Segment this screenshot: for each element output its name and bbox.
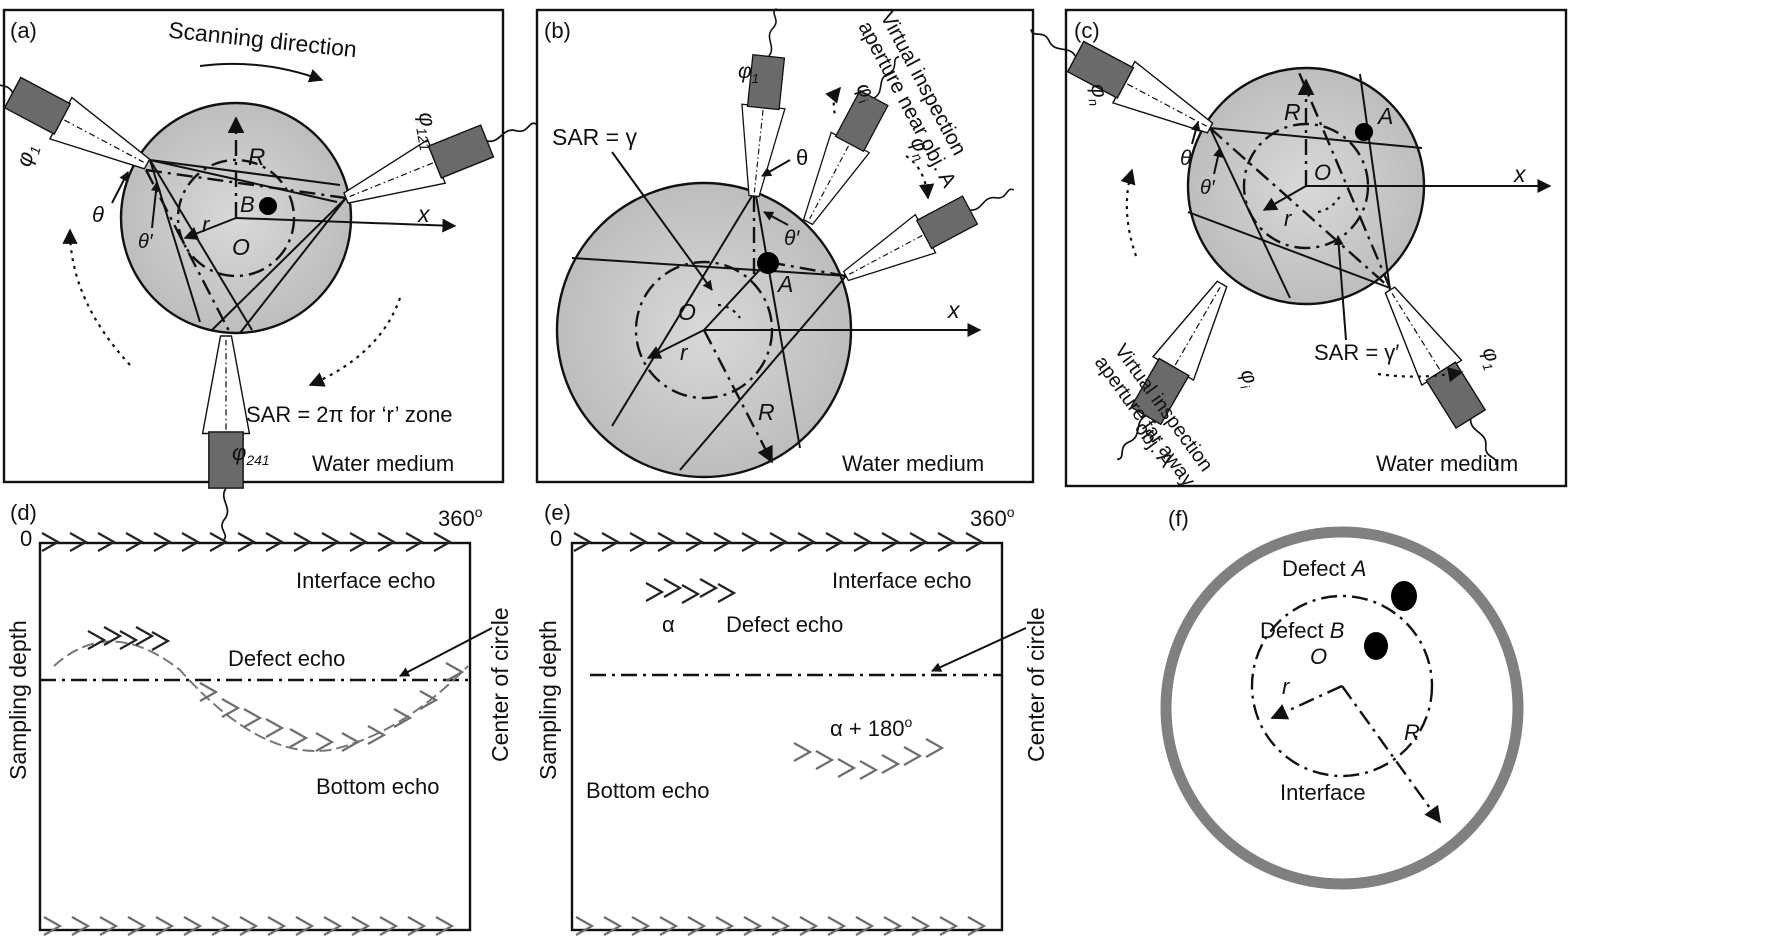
panel-c-R-label: R xyxy=(1284,99,1301,125)
panel-b-r-arrow xyxy=(646,329,705,359)
panel-a-theta: θ xyxy=(92,202,104,227)
panel-b-R-label: R xyxy=(758,399,775,425)
panel-e-alpha180: α + 180o xyxy=(830,714,913,741)
panel-b: (b) Virtual inspection aperture near obj… xyxy=(535,5,1035,484)
panel-a: (a) Scanning direction φ1 φ121 φ241 θ θ′ xyxy=(0,8,546,542)
panel-b-O-label: O xyxy=(678,299,696,325)
panel-d-interface-echo: Interface echo xyxy=(296,568,435,593)
panel-f-defect-b xyxy=(1364,632,1388,660)
panel-e-center-label: Center of circle xyxy=(1023,607,1049,762)
panel-a-phi1: φ1 xyxy=(11,141,44,170)
panel-e-bottom-echo: Bottom echo xyxy=(586,778,710,803)
panel-f-interface-label: Interface xyxy=(1280,780,1366,805)
panel-b-rays xyxy=(571,195,849,471)
panel-a-rotation-arrow-left xyxy=(62,228,131,366)
panel-a-r-arrow xyxy=(183,217,237,240)
panel-c-theta-prime: θ′ xyxy=(1200,177,1216,199)
panel-e-defect-echo-alpha xyxy=(644,577,736,605)
panel-a-rotation-arrow-right xyxy=(308,297,402,387)
panel-f-R-label: R xyxy=(1404,720,1420,745)
panel-c-rays xyxy=(1187,69,1423,299)
panel-a-label: (a) xyxy=(10,18,37,43)
panel-b-r-label: r xyxy=(680,340,689,365)
panel-c-r-arrow xyxy=(1262,185,1307,211)
panel-d-defect-trace xyxy=(53,640,469,752)
panel-c-x-label: x xyxy=(1513,161,1527,187)
panel-a-phi241: φ241 xyxy=(232,440,270,468)
panel-f-R-arrow xyxy=(1341,685,1441,824)
panel-d-bottom-echo: Bottom echo xyxy=(316,774,440,799)
panel-c-sar: SAR = γ′ xyxy=(1314,340,1399,365)
panel-a-O-label: O xyxy=(232,234,250,260)
panel-b-A-label: A xyxy=(776,271,793,297)
panel-a-medium: Water medium xyxy=(312,451,454,476)
panel-f-interface-ring xyxy=(1160,526,1524,890)
panel-a-x-axis xyxy=(235,217,457,233)
panel-c-phin: φn xyxy=(1083,82,1112,107)
panel-a-R-label: R xyxy=(248,144,265,171)
panel-e: (e) 0 360o α Defect echo Interface echo … xyxy=(535,500,1049,937)
panel-a-x-label: x xyxy=(417,201,431,227)
panel-e-ylabel: Sampling depth xyxy=(535,620,561,780)
panel-b-medium: Water medium xyxy=(842,451,984,476)
panel-d-center-label: Center of circle xyxy=(487,607,513,762)
panel-b-theta-prime: θ′ xyxy=(784,227,800,250)
panel-f-r-zone xyxy=(1250,594,1434,778)
panel-b-defect-a xyxy=(757,252,779,274)
panel-d-ylabel: Sampling depth xyxy=(5,620,31,780)
panel-e-defect-echo-alpha180 xyxy=(792,737,944,781)
panel-d-label: (d) xyxy=(10,500,37,525)
panel-e-alpha: α xyxy=(662,612,675,637)
panel-f-label: (f) xyxy=(1168,506,1189,531)
panel-d-frame xyxy=(38,541,472,932)
panel-c-label: (c) xyxy=(1074,18,1100,43)
panel-d-bottom-echo-wave xyxy=(42,915,454,937)
panel-b-x-label: x xyxy=(947,297,961,323)
panel-d-zero: 0 xyxy=(20,526,32,551)
panel-a-theta-prime: θ′ xyxy=(138,231,154,253)
panel-f-defect-a-label: Defect A xyxy=(1282,556,1366,581)
panel-c-arrow-toward-phi1 xyxy=(1377,367,1464,383)
panel-e-360: 360o xyxy=(970,504,1015,531)
panel-c-defect-a xyxy=(1355,123,1373,141)
panel-b-phi1: φ1 xyxy=(738,60,759,86)
panel-d: (d) 0 360o Interface echo Defect echo Bo… xyxy=(5,500,513,937)
panel-e-interface-echo: Interface echo xyxy=(832,568,971,593)
panel-a-phi121: φ121 xyxy=(411,110,445,152)
panel-c-r-label: r xyxy=(1284,206,1293,231)
panel-b-arrow-toward-phi1 xyxy=(825,86,841,119)
panel-a-B-label: B xyxy=(240,192,255,217)
panel-a-sar: SAR = 2π for ‘r’ zone xyxy=(246,402,453,427)
panel-c-medium: Water medium xyxy=(1376,451,1518,476)
panel-c-rotation-arrow xyxy=(1120,168,1138,257)
panel-d-360: 360o xyxy=(438,504,483,531)
panel-e-zero: 0 xyxy=(550,526,562,551)
panel-c-theta: θ xyxy=(1180,147,1192,170)
panel-f: (f) Defect A Defect B O r R Interface xyxy=(1160,506,1524,890)
panel-a-r-label: r xyxy=(202,212,211,237)
panel-a-rays xyxy=(144,159,347,334)
panel-d-defect-echo: Defect echo xyxy=(228,646,345,671)
panel-c-A-label: A xyxy=(1376,103,1393,129)
panel-f-O-label: O xyxy=(1310,644,1327,669)
panel-b-sar: SAR = γ xyxy=(552,124,638,150)
panel-b-label: (b) xyxy=(544,18,571,43)
panel-e-label: (e) xyxy=(544,500,571,525)
panel-c-O-label: O xyxy=(1314,160,1331,185)
scanning-direction-arrow xyxy=(199,62,324,83)
panel-a-defect-b xyxy=(259,197,277,215)
panel-e-defect-echo: Defect echo xyxy=(726,612,843,637)
panel-f-defect-b-label: Defect B xyxy=(1260,618,1344,643)
panel-f-r-arrow xyxy=(1270,684,1343,720)
panel-a-r-zone xyxy=(176,158,296,278)
panel-c: (c) φn θ θ′ R A O r x SAR = γ′ xyxy=(1017,8,1568,491)
panel-f-r-label: r xyxy=(1282,674,1291,699)
panel-e-frame xyxy=(570,541,1004,932)
panel-f-defect-a xyxy=(1391,581,1417,611)
panel-b-theta: θ xyxy=(796,145,808,170)
panel-e-bottom-echo-wave xyxy=(574,915,986,937)
panel-b-R-arrow xyxy=(702,329,774,464)
